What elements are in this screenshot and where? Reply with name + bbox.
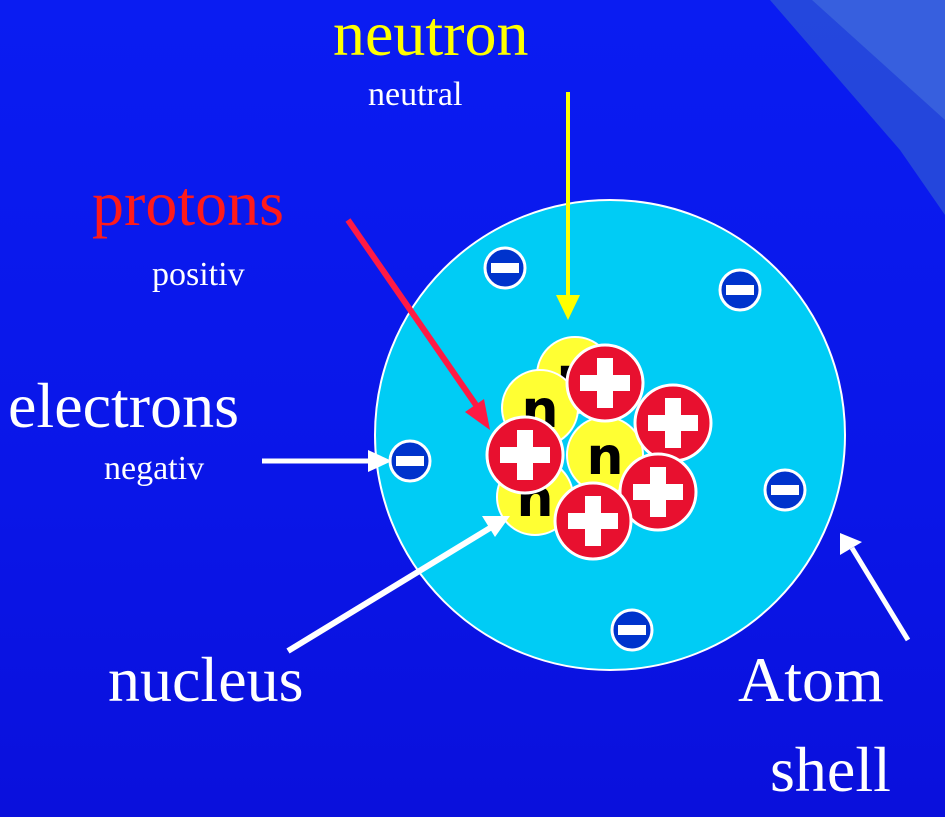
neutron-arrow — [556, 92, 580, 320]
negativ-label: negativ — [104, 450, 205, 487]
electrons-arrow — [262, 450, 392, 472]
electron-ball — [610, 608, 654, 652]
nucleus-label: nucleus — [108, 644, 304, 715]
protons-arrow — [345, 218, 490, 430]
proton-ball — [618, 452, 698, 532]
neutron-label: neutron — [333, 0, 529, 69]
proton-ball — [565, 343, 645, 423]
nucleus-arrow — [286, 516, 510, 654]
electron-ball — [718, 268, 762, 312]
shell-label: shell — [770, 734, 891, 805]
proton-ball — [485, 415, 565, 495]
neutral-label: neutral — [368, 76, 463, 113]
electrons-label: electrons — [8, 370, 239, 441]
positiv-label: positiv — [152, 256, 245, 293]
neutron-symbol: n — [586, 427, 623, 487]
electron-ball — [388, 439, 432, 483]
corner-decoration-inner — [812, 0, 945, 120]
proton-ball — [553, 481, 633, 561]
electron-ball — [763, 468, 807, 512]
electron-ball — [483, 246, 527, 290]
protons-label: protons — [92, 168, 284, 239]
shell-arrow — [840, 533, 911, 642]
atom-label: Atom — [738, 644, 884, 715]
nucleus-group: n n n n — [485, 336, 713, 561]
proton-ball — [633, 383, 713, 463]
